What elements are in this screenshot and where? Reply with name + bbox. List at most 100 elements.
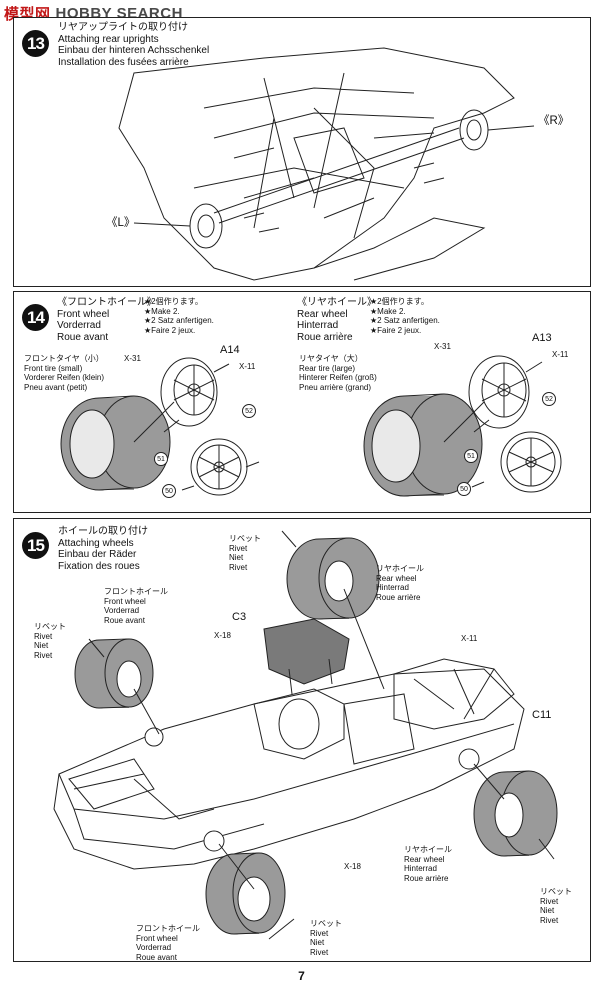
- part-x18-bottom: X-18: [344, 862, 361, 871]
- front-wheel-title: 《フロントホイール》 Front wheel Vorderrad Roue av…: [57, 297, 157, 343]
- front-part-51: 51: [154, 452, 168, 466]
- step-15-badge: 15: [22, 532, 49, 559]
- front-make-jp: ★2個作ります。: [144, 297, 203, 306]
- front-tire-label-en: Front tire (small): [24, 363, 83, 373]
- rear-make-fr: ★Faire 2 jeux.: [370, 325, 422, 335]
- part-x18-top: X-18: [214, 631, 231, 640]
- front-wheel-label-bottom: フロントホイール Front wheel Vorderrad Roue avan…: [136, 924, 200, 962]
- front-x11-label: X-11: [239, 362, 256, 371]
- rivet-bottom-fr: Rivet: [310, 947, 329, 957]
- front-wheel-title-jp: 《フロントホイール》: [57, 297, 157, 308]
- rear-part-51: 51: [464, 449, 478, 463]
- step-13-caption-en: Attaching rear uprights: [58, 33, 159, 45]
- front-tire-label-jp: フロントタイヤ（小）: [24, 354, 104, 363]
- front-wheel-label-left: フロントホイール Front wheel Vorderrad Roue avan…: [104, 587, 168, 625]
- rivet-bottom-de: Niet: [310, 938, 325, 947]
- rear-tire-label-en: Rear tire (large): [299, 363, 356, 373]
- front-wheel-left-de: Vorderrad: [104, 606, 140, 615]
- rivet-right-fr: Rivet: [540, 915, 559, 925]
- rivet-top-fr: Rivet: [229, 562, 248, 572]
- step-13-caption-fr: Installation des fusées arrière: [58, 56, 189, 68]
- rear-tire-label-de: Hinterer Reifen (groß): [299, 373, 377, 382]
- rear-wheel-title: 《リヤホイール》 Rear wheel Hinterrad Roue arriè…: [297, 297, 377, 343]
- front-part-52: 52: [242, 404, 256, 418]
- front-tire-label: フロントタイヤ（小） Front tire (small) Vorderer R…: [24, 354, 104, 392]
- left-side-label: 《L》: [106, 217, 136, 229]
- rivet-bottom-en: Rivet: [310, 928, 329, 938]
- rear-wheel-right-fr: Roue arrière: [404, 873, 449, 883]
- front-x31-label: X-31: [124, 354, 141, 363]
- part-x11: X-11: [461, 634, 478, 643]
- rear-wheel-top-jp: リヤホイール: [376, 564, 424, 573]
- rear-wheel-title-fr: Roue arrière: [297, 331, 353, 343]
- rear-wheel-top-fr: Roue arrière: [376, 592, 421, 602]
- step-14-badge: 14: [22, 304, 49, 331]
- front-make-de: ★2 Satz anfertigen.: [144, 316, 214, 325]
- part-c11: C11: [532, 709, 552, 721]
- rear-x11-label: X-11: [552, 350, 569, 359]
- wheel-assembly-illustration: [60, 355, 562, 497]
- front-wheel-title-fr: Roue avant: [57, 331, 109, 343]
- rivet-top-de: Niet: [229, 553, 244, 562]
- part-c3: C3: [232, 611, 247, 623]
- rivet-right-jp: リベット: [540, 887, 572, 896]
- front-make-note: ★2個作ります。 ★Make 2. ★2 Satz anfertigen. ★F…: [144, 297, 214, 335]
- front-tire-label-de: Vorderer Reifen (klein): [24, 373, 105, 382]
- step-13-panel: 13 リヤアップライトの取り付け Attaching rear uprights…: [13, 17, 591, 287]
- step-15-caption-fr: Fixation des roues: [58, 560, 140, 572]
- rear-tire-label-fr: Pneu arrière (grand): [299, 382, 372, 392]
- front-tire-label-fr: Pneu avant (petit): [24, 382, 88, 392]
- front-part-50: 50: [162, 484, 176, 498]
- rear-part-50: 50: [457, 482, 471, 496]
- front-wheel-title-de: Vorderrad: [57, 320, 101, 331]
- rear-make-de: ★2 Satz anfertigen.: [370, 316, 440, 325]
- page-number: 7: [298, 969, 305, 983]
- rear-wheel-right-en: Rear wheel: [404, 854, 445, 864]
- step-15-caption: ホイールの取り付け Attaching wheels Einbau der Rä…: [58, 526, 148, 572]
- rivet-left-en: Rivet: [34, 631, 53, 641]
- front-wheel-left-en: Front wheel: [104, 596, 146, 606]
- rear-make-jp: ★2個作ります。: [370, 297, 429, 306]
- rivet-left-fr: Rivet: [34, 650, 53, 660]
- front-wheel-bottom-fr: Roue avant: [136, 952, 177, 962]
- rivet-label-bottom: リベット Rivet Niet Rivet: [310, 919, 342, 957]
- rear-wheel-label-top: リヤホイール Rear wheel Hinterrad Roue arrière: [376, 564, 424, 602]
- step-13-badge: 13: [22, 30, 49, 57]
- front-wheel-title-en: Front wheel: [57, 308, 110, 320]
- front-wheel-left-jp: フロントホイール: [104, 587, 168, 596]
- right-side-label: 《R》: [538, 115, 570, 127]
- rear-x31-label: X-31: [434, 342, 451, 351]
- front-wheel-left-fr: Roue avant: [104, 615, 145, 625]
- step-13-caption-de: Einbau der hinteren Achsschenkel: [58, 45, 210, 56]
- rear-chassis-illustration: [118, 47, 535, 281]
- car-assembly-illustration: [53, 530, 558, 940]
- step-15-caption-en: Attaching wheels: [58, 537, 134, 549]
- rivet-label-left: リベット Rivet Niet Rivet: [34, 622, 66, 660]
- rivet-left-de: Niet: [34, 641, 49, 650]
- front-part-code: A14: [220, 344, 240, 356]
- rear-wheel-title-de: Hinterrad: [297, 320, 339, 331]
- front-wheel-bottom-de: Vorderrad: [136, 943, 172, 952]
- step-15-caption-jp: ホイールの取り付け: [58, 526, 148, 537]
- step-14-panel: 14 《フロントホイール》 Front wheel Vorderrad Roue…: [13, 291, 591, 513]
- rivet-right-en: Rivet: [540, 896, 559, 906]
- step-15-caption-de: Einbau der Räder: [58, 549, 137, 560]
- rivet-label-right: リベット Rivet Niet Rivet: [540, 887, 572, 925]
- rear-wheel-top-en: Rear wheel: [376, 573, 417, 583]
- rear-wheel-title-jp: 《リヤホイール》: [297, 297, 377, 308]
- rear-wheel-label-right: リヤホイール Rear wheel Hinterrad Roue arrière: [404, 845, 452, 883]
- rivet-top-en: Rivet: [229, 543, 248, 553]
- rivet-right-de: Niet: [540, 906, 555, 915]
- step-15-panel: 15 ホイールの取り付け Attaching wheels Einbau der…: [13, 518, 591, 962]
- front-wheel-bottom-en: Front wheel: [136, 933, 178, 943]
- rear-make-en: ★Make 2.: [370, 306, 406, 316]
- rivet-label-top: リベット Rivet Niet Rivet: [229, 534, 261, 572]
- rear-part-52: 52: [542, 392, 556, 406]
- rear-wheel-title-en: Rear wheel: [297, 308, 348, 320]
- step-13-caption-jp: リヤアップライトの取り付け: [58, 22, 188, 33]
- front-make-fr: ★Faire 2 jeux.: [144, 325, 196, 335]
- rear-part-code: A13: [532, 332, 552, 344]
- step-13-caption: リヤアップライトの取り付け Attaching rear uprights Ei…: [58, 22, 209, 68]
- front-make-en: ★Make 2.: [144, 306, 180, 316]
- rear-wheel-right-jp: リヤホイール: [404, 845, 452, 854]
